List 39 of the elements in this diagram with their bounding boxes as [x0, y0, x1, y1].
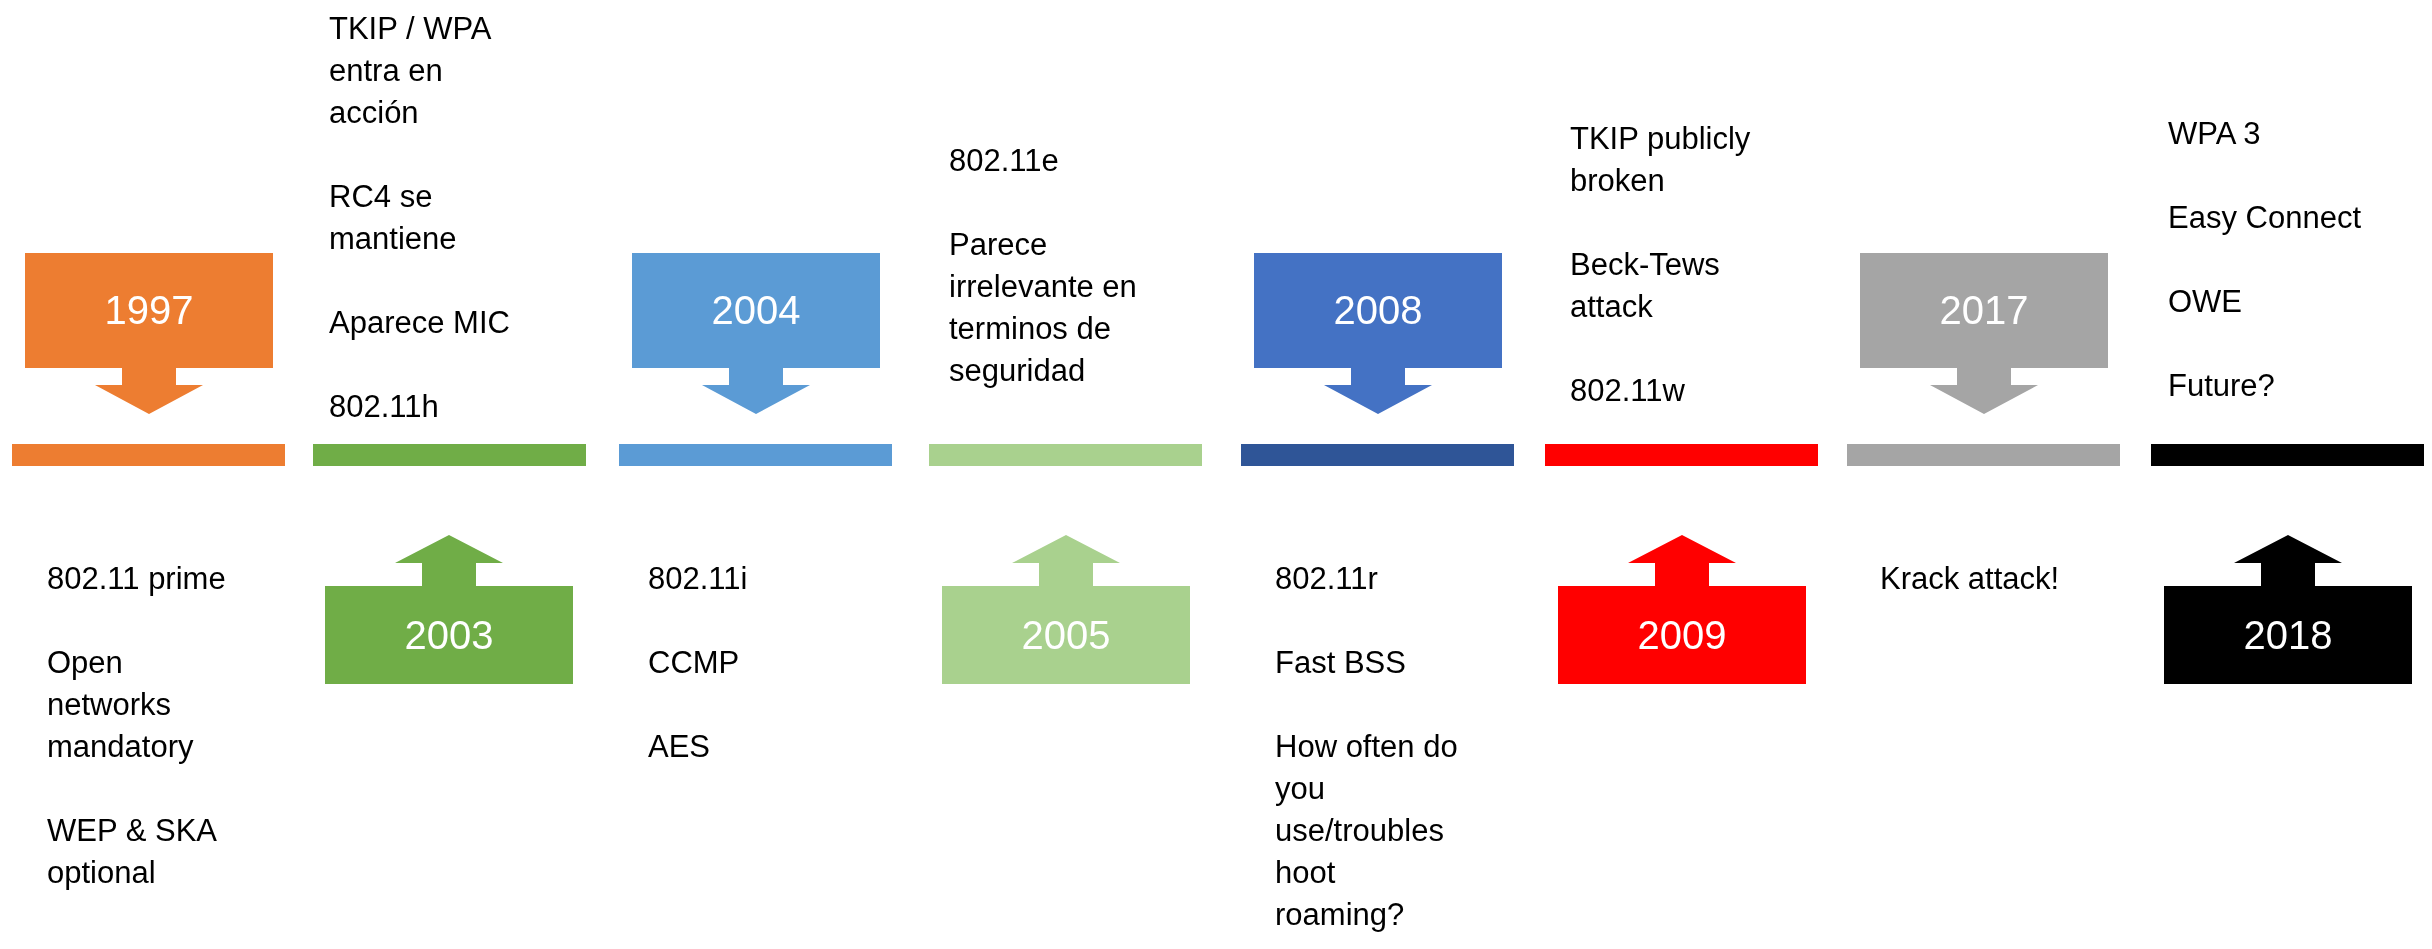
event-note: 802.11e	[949, 142, 1060, 180]
up-arrow-callout	[325, 535, 573, 684]
event-note: 802.11 prime	[47, 560, 227, 598]
event-note: Krack attack!	[1880, 560, 2061, 598]
event-note: AES	[648, 728, 712, 766]
down-arrow-callout	[25, 253, 273, 414]
event-note: TKIP publicly broken	[1570, 120, 1752, 200]
down-arrow-callout	[632, 253, 880, 414]
up-arrow-callout	[2164, 535, 2412, 684]
year-label: 2009	[1636, 612, 1728, 659]
event-note: CCMP	[648, 644, 741, 682]
event-note: 802.11h	[329, 388, 440, 426]
year-label: 2018	[2242, 612, 2334, 659]
event-note: OWE	[2168, 283, 2244, 321]
up-arrow-callout	[942, 535, 1190, 684]
event-note: 802.11w	[1570, 372, 1686, 410]
event-note: 802.11r	[1275, 560, 1379, 598]
year-label: 2005	[1020, 612, 1112, 659]
event-note: WEP & SKA optional	[47, 812, 217, 892]
year-label: 2004	[710, 287, 802, 334]
year-label: 2003	[403, 612, 495, 659]
down-arrow-callout	[1860, 253, 2108, 414]
event-note: Open networks mandatory	[47, 644, 195, 766]
event-note: Beck-Tews attack	[1570, 246, 1721, 326]
event-note: Aparece MIC	[329, 304, 511, 342]
event-note: Future?	[2168, 367, 2276, 405]
up-arrow-callout	[1558, 535, 1806, 684]
year-label: 1997	[103, 287, 195, 334]
event-note: Fast BSS	[1275, 644, 1407, 682]
year-label: 2017	[1938, 287, 2030, 334]
year-label: 2008	[1332, 287, 1424, 334]
event-note: RC4 se mantiene	[329, 178, 458, 258]
event-note: Easy Connect	[2168, 199, 2362, 237]
event-note: Parece irrelevante en terminos de seguridad	[949, 226, 1138, 390]
event-note: 802.11i	[648, 560, 749, 598]
event-note: TKIP / WPA entra en acción	[329, 10, 492, 132]
event-note: How often do you use/troubles hoot roaming?	[1275, 728, 1459, 934]
down-arrow-callout	[1254, 253, 1502, 414]
event-note: WPA 3	[2168, 115, 2262, 153]
